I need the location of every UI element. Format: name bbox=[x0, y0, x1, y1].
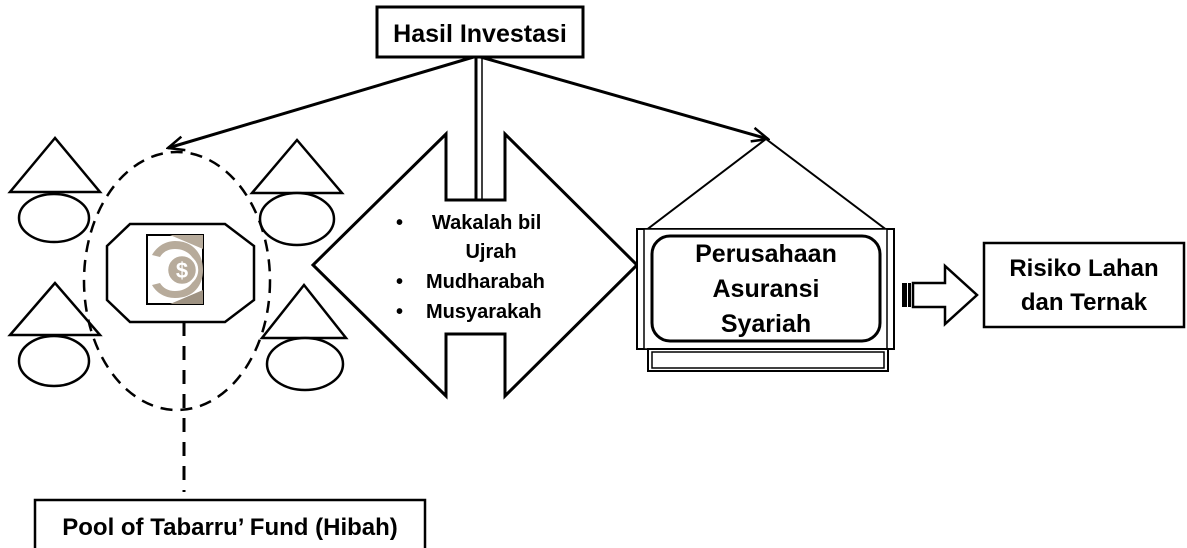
bullet-icon: • bbox=[396, 212, 403, 234]
tabarru-pool: $ bbox=[82, 150, 272, 492]
participant-icon bbox=[7, 281, 103, 388]
contract-item: Musyarakah bbox=[426, 301, 542, 323]
participant-icon bbox=[249, 138, 345, 247]
company-label: Asuransi bbox=[713, 275, 820, 303]
insurance-company-house: Perusahaan Asuransi Syariah bbox=[636, 137, 895, 372]
contract-item: Mudharabah bbox=[426, 271, 545, 293]
money-bill-icon: $ bbox=[146, 234, 204, 305]
company-label: Syariah bbox=[721, 310, 811, 338]
fund-label: Pool of Tabarru’ Fund (Hibah) bbox=[62, 514, 398, 541]
participants-group bbox=[7, 136, 349, 392]
pool-dashed-circle bbox=[82, 150, 272, 412]
company-label: Perusahaan bbox=[695, 240, 837, 268]
house-foundation bbox=[647, 348, 889, 372]
bullet-icon: • bbox=[396, 271, 403, 293]
hasil-investasi-box: Hasil Investasi bbox=[375, 5, 585, 59]
contract-item: Ujrah bbox=[465, 241, 516, 263]
arrow-to-pool bbox=[168, 54, 478, 148]
house-roof bbox=[642, 137, 891, 232]
contracts-list: • Wakalah bil Ujrah • Mudharabah • Musya… bbox=[396, 212, 545, 323]
dollar-symbol: $ bbox=[176, 258, 188, 283]
fund-label-box: Pool of Tabarru’ Fund (Hibah) bbox=[33, 498, 427, 548]
hasil-investasi-label: Hasil Investasi bbox=[393, 20, 567, 48]
contracts-double-arrow bbox=[310, 56, 640, 400]
contract-item: Wakalah bil bbox=[432, 212, 541, 234]
connector-arrows bbox=[168, 54, 768, 148]
participant-icon bbox=[7, 136, 103, 244]
participant-icon bbox=[259, 282, 349, 392]
arrow-to-company bbox=[476, 54, 768, 139]
bullet-icon: • bbox=[396, 301, 403, 323]
risk-label: dan Ternak bbox=[1021, 289, 1148, 316]
risk-arrow bbox=[902, 263, 979, 327]
risk-box: Risiko Lahan dan Ternak bbox=[982, 241, 1186, 329]
risk-label: Risiko Lahan bbox=[1009, 255, 1158, 282]
